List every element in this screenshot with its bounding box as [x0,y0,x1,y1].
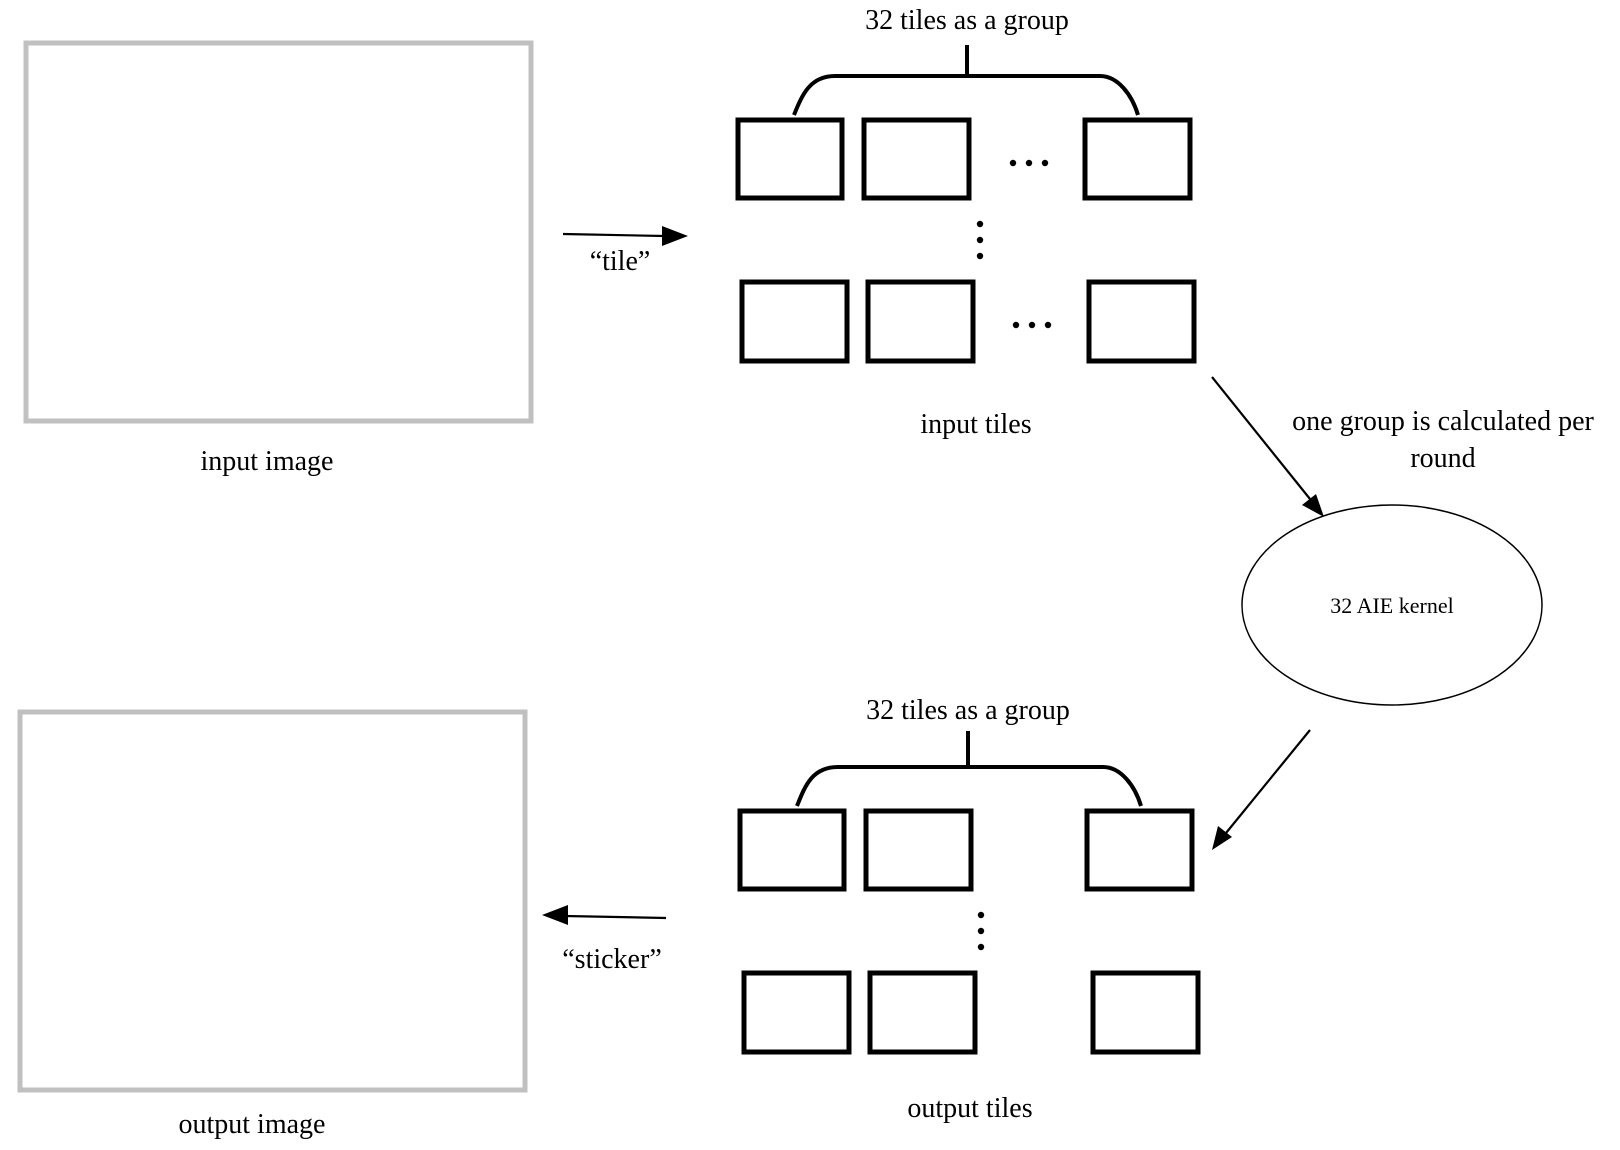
tile-arrow-label: “tile” [590,246,651,277]
input-tile [735,117,845,201]
round-note-line-1: one group is calculated per [1292,406,1594,437]
sticker-arrow-label: “sticker” [562,944,662,975]
output-tile [863,808,974,892]
kernel-ellipse [1241,504,1543,706]
output-tiles-label: output tiles [907,1093,1032,1124]
output-group-label: 32 tiles as a group [866,695,1070,726]
tile-arrow [562,226,688,246]
input-image-box [23,40,534,424]
output-tile [741,970,852,1055]
from-kernel-arrow [1212,729,1311,850]
input-column-ellipsis [976,220,984,260]
input-group-label: 32 tiles as a group [865,5,1069,36]
output-group-brace [795,731,1143,807]
output-tile [1090,970,1201,1055]
input-tiles-row-2 [739,279,1197,364]
sticker-arrow [542,905,667,925]
to-kernel-arrow [1211,376,1324,517]
output-tile [1084,808,1195,892]
input-tiles-label: input tiles [920,409,1031,440]
input-tile [861,117,972,201]
output-tile [737,808,847,892]
output-tiles-row-2 [741,970,1201,1055]
output-tile [867,970,978,1055]
input-tiles-row-1 [735,117,1193,201]
output-column-ellipsis [977,911,985,951]
input-tile [865,279,976,364]
output-tiles-row-1 [737,808,1195,892]
round-note-line-2: round [1410,443,1475,474]
output-image-box [17,709,528,1093]
output-image-label: output image [179,1109,326,1140]
kernel-label: 32 AIE kernel [1330,593,1453,618]
input-group-brace [792,45,1140,116]
input-tile [1082,117,1193,201]
input-image-label: input image [201,446,334,477]
input-tile [1086,279,1197,364]
input-row-1-ellipsis [1009,159,1049,167]
input-row-2-ellipsis [1012,321,1052,329]
input-tile [739,279,850,364]
